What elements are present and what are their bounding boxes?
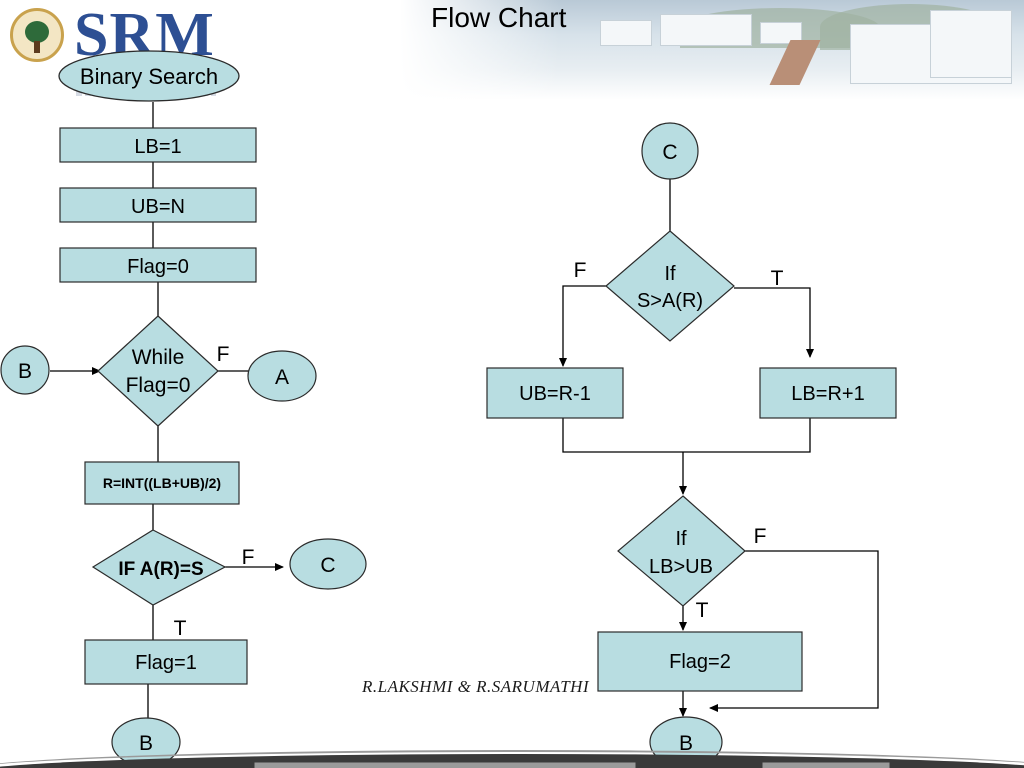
start-terminal-label: Binary Search bbox=[80, 64, 218, 89]
if-found-false-label: F bbox=[242, 546, 255, 569]
if-cross-line1: If bbox=[675, 528, 687, 550]
if-greater-true-label: T bbox=[771, 267, 784, 290]
connector-a-label: A bbox=[275, 366, 289, 389]
flag-init-label: Flag=0 bbox=[127, 256, 189, 278]
if-cross-decision-diamond bbox=[617, 495, 746, 607]
left-flow-connectors bbox=[50, 102, 284, 720]
connector-a bbox=[247, 350, 317, 402]
if-greater-line1: If bbox=[664, 263, 676, 285]
lb-update-box bbox=[759, 367, 897, 419]
ub-init-label: UB=N bbox=[131, 196, 185, 218]
flag-init-box bbox=[59, 247, 257, 283]
if-greater-false-label: F bbox=[574, 259, 587, 282]
ub-init-box bbox=[59, 187, 257, 223]
author-credit: R.LAKSHMI & R.SARUMATHI bbox=[362, 677, 590, 696]
connector-b-bottom-left-label: B bbox=[139, 732, 153, 755]
if-found-decision-diamond bbox=[91, 529, 227, 606]
connector-c-right-label: C bbox=[662, 141, 677, 164]
compute-r-box bbox=[84, 461, 240, 505]
page-title: Flow Chart bbox=[431, 2, 567, 33]
while-decision-line2: Flag=0 bbox=[126, 374, 191, 397]
connector-b-left bbox=[0, 345, 50, 395]
while-false-label: F bbox=[217, 343, 230, 366]
while-decision-diamond bbox=[97, 315, 219, 427]
ub-update-label: UB=R-1 bbox=[519, 383, 591, 405]
if-found-decision-label: IF A(R)=S bbox=[118, 559, 203, 580]
compute-r-label: R=INT((LB+UB)/2) bbox=[103, 475, 221, 491]
right-flow-connectors bbox=[559, 179, 879, 717]
flag-one-box bbox=[84, 639, 248, 685]
lb-init-box bbox=[59, 127, 257, 163]
if-cross-true-label: T bbox=[696, 599, 709, 622]
connector-c-right bbox=[641, 122, 699, 180]
if-cross-line2: LB>UB bbox=[649, 556, 713, 578]
while-decision-line1: While bbox=[132, 346, 185, 369]
flag-two-label: Flag=2 bbox=[669, 651, 731, 673]
if-greater-decision-diamond bbox=[605, 230, 735, 342]
if-found-true-label: T bbox=[174, 617, 187, 640]
connector-b-left-label: B bbox=[18, 360, 32, 383]
ub-update-box bbox=[486, 367, 624, 419]
university-seal-logo bbox=[10, 8, 64, 62]
lb-init-label: LB=1 bbox=[134, 136, 181, 158]
if-greater-line2: S>A(R) bbox=[637, 290, 703, 312]
start-terminal bbox=[58, 50, 240, 102]
flag-two-box bbox=[597, 631, 803, 692]
lb-update-label: LB=R+1 bbox=[791, 383, 864, 405]
flag-one-label: Flag=1 bbox=[135, 652, 197, 674]
connector-b-bottom-right-label: B bbox=[679, 732, 693, 755]
connector-c-left bbox=[289, 538, 367, 590]
if-cross-false-label: F bbox=[754, 525, 767, 548]
campus-banner-image bbox=[400, 0, 1024, 100]
connector-c-left-label: C bbox=[320, 554, 335, 577]
bottom-decorative-swoosh bbox=[0, 748, 1024, 768]
